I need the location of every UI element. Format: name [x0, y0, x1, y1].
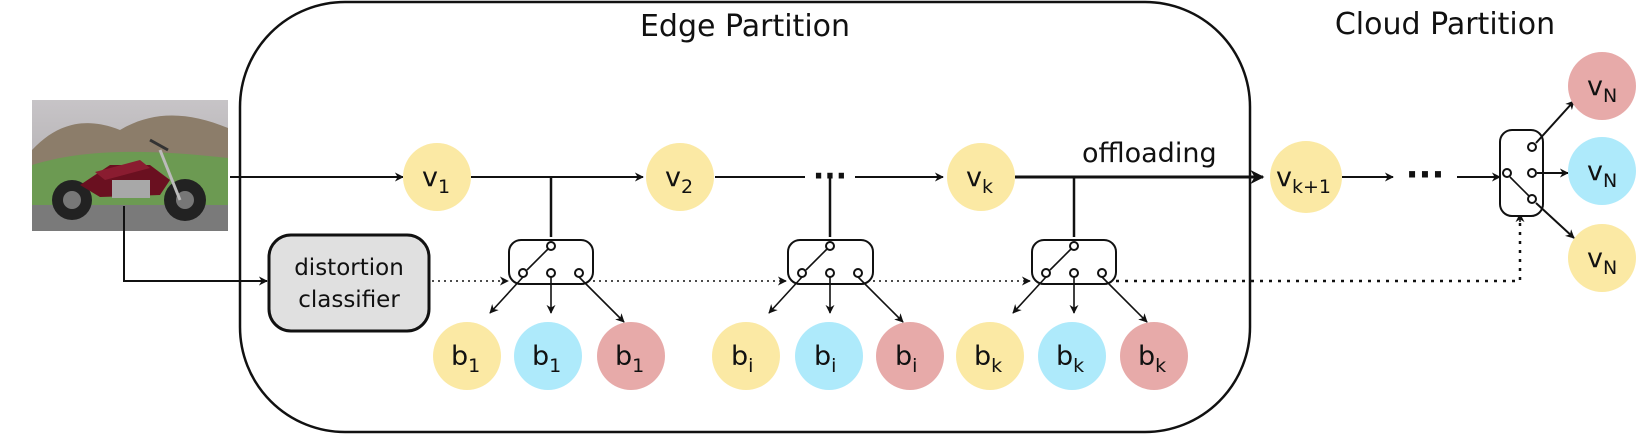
edge-partition-box	[238, 0, 1252, 434]
svg-text:b1: b1	[615, 341, 644, 377]
node-vN-red: vN	[1568, 52, 1636, 120]
classifier-label-line2: classifier	[298, 287, 400, 313]
branch-bk-cyan: bk	[1038, 322, 1106, 390]
svg-text:b1: b1	[451, 341, 480, 377]
offloading-label: offloading	[1082, 138, 1217, 169]
cloud-partition-title: Cloud Partition	[1335, 7, 1555, 42]
cloud-switch	[1499, 129, 1544, 217]
cloud-switch-to-vN-bottom	[1535, 202, 1575, 239]
input-image	[32, 100, 228, 231]
node-vk-plus-1: vk+1	[1270, 141, 1342, 213]
svg-text:bk: bk	[1056, 341, 1084, 377]
svg-text:vk: vk	[966, 162, 993, 198]
switch2-to-b-red	[857, 276, 904, 323]
node-vN-yellow: vN	[1568, 224, 1636, 292]
svg-text:bk: bk	[974, 341, 1002, 377]
branch-bi-cyan: bi	[795, 322, 863, 390]
svg-text:b1: b1	[532, 341, 561, 377]
svg-text:bk: bk	[1138, 341, 1166, 377]
cloud-switch-to-vN-top	[1535, 100, 1575, 144]
svg-text:v1: v1	[422, 162, 450, 198]
ellipsis-cloud: ···	[1406, 155, 1445, 195]
switch2-to-b-yellow	[768, 276, 803, 314]
branch-b1-cyan: b1	[514, 322, 582, 390]
edge-partition-title: Edge Partition	[640, 9, 850, 44]
svg-text:bi: bi	[731, 341, 753, 377]
input-to-classifier-arrow	[123, 206, 268, 286]
svg-text:v2: v2	[665, 162, 693, 198]
node-vN-cyan: vN	[1568, 137, 1636, 205]
control-dotted-4	[1116, 214, 1522, 283]
svg-text:bi: bi	[895, 341, 917, 377]
svg-text:vN: vN	[1587, 156, 1617, 192]
switch1-to-b-red	[578, 276, 625, 323]
branch-b1-red: b1	[597, 322, 665, 390]
svg-text:vN: vN	[1587, 243, 1617, 279]
branch-bi-yellow: bi	[712, 322, 780, 390]
branch-bi-red: bi	[876, 322, 944, 390]
node-v1: v1	[403, 143, 471, 211]
branch-b1-yellow: b1	[433, 322, 501, 390]
switch3-to-b-yellow	[1012, 276, 1047, 314]
distortion-classifier-box	[267, 233, 431, 333]
classifier-label-line1: distortion	[294, 255, 404, 281]
svg-text:vk+1: vk+1	[1276, 162, 1331, 198]
branch-bk-red: bk	[1120, 322, 1188, 390]
switch3-to-b-red	[1101, 276, 1148, 323]
svg-text:bi: bi	[814, 341, 836, 377]
node-vk: vk	[947, 143, 1015, 211]
node-v2: v2	[646, 143, 714, 211]
branch-bk-yellow: bk	[956, 322, 1024, 390]
svg-text:vN: vN	[1587, 71, 1617, 107]
switch1-to-b-yellow	[489, 276, 524, 314]
